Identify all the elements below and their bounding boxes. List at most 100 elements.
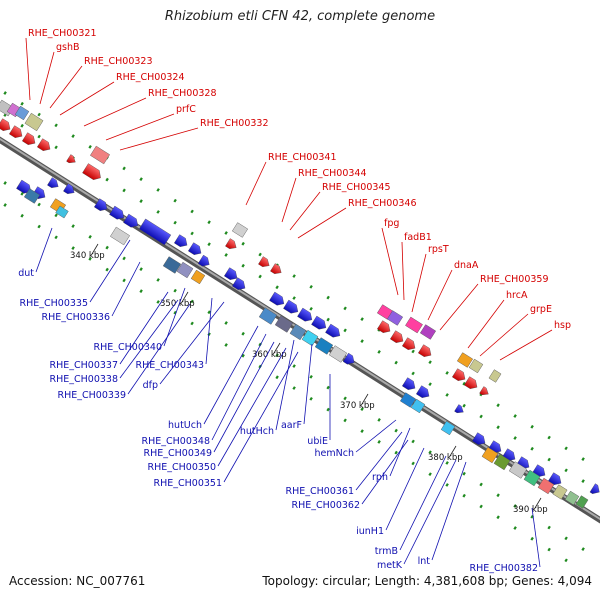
svg-text:RHE_CH00337: RHE_CH00337 bbox=[50, 360, 119, 371]
label-bottom-rhe_ch00361[interactable]: RHE_CH00361 bbox=[286, 431, 403, 497]
top-gene-18 bbox=[390, 330, 404, 343]
label-bottom-metk[interactable]: metK bbox=[377, 459, 457, 571]
bottom-gene-37 bbox=[440, 420, 456, 436]
svg-text:RHE_CH00339: RHE_CH00339 bbox=[58, 390, 127, 401]
label-bottom-huthch[interactable]: hutHch bbox=[240, 339, 295, 437]
label-bottom-rhe_ch00351[interactable]: RHE_CH00351 bbox=[154, 351, 299, 489]
bottom-gene-50 bbox=[564, 490, 580, 506]
label-bottom-rhe_ch00348[interactable]: RHE_CH00348 bbox=[142, 333, 267, 447]
top-gene-12 bbox=[231, 222, 249, 238]
bottom-gene-19 bbox=[232, 277, 246, 290]
top-gene-21 bbox=[419, 324, 437, 340]
label-bottom-dfp[interactable]: dfp bbox=[143, 301, 225, 391]
label-top-rhe_ch00341[interactable]: RHE_CH00341 bbox=[245, 152, 337, 206]
label-bottom-rhe_ch00336[interactable]: RHE_CH00336 bbox=[42, 261, 141, 323]
label-top-dnaa[interactable]: dnaA bbox=[427, 260, 479, 321]
svg-text:RHE_CH00343: RHE_CH00343 bbox=[136, 360, 205, 371]
bottom-gene-2 bbox=[47, 177, 59, 188]
scale-label: 390 kbp bbox=[513, 505, 548, 515]
bottom-gene-46 bbox=[508, 461, 528, 479]
svg-text:hemNch: hemNch bbox=[315, 448, 354, 459]
svg-text:RHE_CH00338: RHE_CH00338 bbox=[50, 374, 119, 385]
svg-text:hrcA: hrcA bbox=[506, 290, 528, 301]
label-top-rhe_ch00328[interactable]: RHE_CH00328 bbox=[83, 88, 217, 127]
label-top-grpe[interactable]: grpE bbox=[479, 304, 552, 357]
label-top-rpst[interactable]: rpsT bbox=[411, 244, 449, 313]
label-top-rhe_ch00321[interactable]: RHE_CH00321 bbox=[25, 28, 97, 101]
topology-label: Topology: circular; Length: 4,381,608 bp… bbox=[262, 574, 592, 588]
label-top-rhe_ch00344[interactable]: RHE_CH00344 bbox=[281, 168, 367, 223]
label-top-hsp[interactable]: hsp bbox=[499, 320, 571, 361]
bottom-gene-29 bbox=[314, 337, 334, 355]
bottom-gene-33 bbox=[416, 385, 430, 398]
label-bottom-rhe_ch00382[interactable]: RHE_CH00382 bbox=[470, 507, 541, 574]
label-top-hrca[interactable]: hrcA bbox=[467, 290, 528, 349]
label-bottom-aarf[interactable]: aarF bbox=[281, 343, 313, 431]
svg-text:RHE_CH00340: RHE_CH00340 bbox=[94, 342, 163, 353]
label-top-prfc[interactable]: prfC bbox=[105, 104, 196, 141]
label-top-gshb[interactable]: gshB bbox=[39, 42, 80, 105]
label-top-rhe_ch00345[interactable]: RHE_CH00345 bbox=[289, 182, 391, 231]
svg-text:dfp: dfp bbox=[143, 380, 158, 391]
svg-text:dut: dut bbox=[18, 268, 34, 279]
bottom-gene-44 bbox=[481, 446, 499, 464]
bottom-gene-25 bbox=[258, 307, 278, 325]
svg-text:grpE: grpE bbox=[530, 304, 552, 315]
svg-text:RHE_CH00349: RHE_CH00349 bbox=[144, 448, 213, 459]
bottom-gene-51 bbox=[575, 495, 589, 509]
bottom-gene-38 bbox=[472, 432, 486, 445]
bottom-gene-6 bbox=[55, 205, 69, 219]
bottom-gene-7 bbox=[94, 198, 108, 211]
label-top-rhe_ch00346[interactable]: RHE_CH00346 bbox=[297, 198, 417, 239]
scale-tick bbox=[91, 243, 99, 255]
label-top-fpg[interactable]: fpg bbox=[381, 218, 399, 296]
bottom-gene-12 bbox=[174, 234, 188, 247]
label-bottom-rhe_ch00349[interactable]: RHE_CH00349 bbox=[144, 341, 275, 459]
top-gene-23 bbox=[456, 352, 474, 368]
svg-text:RHE_CH00324: RHE_CH00324 bbox=[116, 72, 185, 83]
top-gene-19 bbox=[402, 337, 416, 350]
scale-label: 370 kbp bbox=[340, 401, 375, 411]
map-title: Rhizobium etli CFN 42, complete genome bbox=[164, 9, 436, 24]
label-top-rhe_ch00323[interactable]: RHE_CH00323 bbox=[49, 56, 153, 109]
label-bottom-rhe_ch00362[interactable]: RHE_CH00362 bbox=[292, 439, 409, 511]
label-bottom-rhe_ch00335[interactable]: RHE_CH00335 bbox=[20, 239, 131, 309]
top-gene-27 bbox=[479, 386, 489, 395]
label-bottom-rhe_ch00337[interactable]: RHE_CH00337 bbox=[50, 291, 169, 371]
label-bottom-iunh1[interactable]: iunH1 bbox=[356, 447, 425, 537]
bottom-gene-34 bbox=[399, 392, 417, 408]
label-bottom-lnt[interactable]: lnt bbox=[418, 461, 467, 567]
accession-label: Accession: NC_007761 bbox=[9, 574, 146, 588]
top-gene-5 bbox=[9, 125, 23, 138]
bottom-gene-14 bbox=[162, 256, 182, 274]
label-top-rhe_ch00332[interactable]: RHE_CH00332 bbox=[119, 118, 269, 151]
bottom-gene-21 bbox=[283, 299, 299, 314]
scale-label: 360 kbp bbox=[252, 350, 287, 360]
label-bottom-hutuch[interactable]: hutUch bbox=[168, 325, 259, 431]
label-top-fadb1[interactable]: fadB1 bbox=[401, 232, 432, 301]
top-gene-8 bbox=[66, 154, 76, 163]
svg-text:RHE_CH00344: RHE_CH00344 bbox=[298, 168, 367, 179]
label-bottom-rhe_ch00339[interactable]: RHE_CH00339 bbox=[58, 303, 191, 401]
label-bottom-trmb[interactable]: trmB bbox=[375, 455, 447, 557]
label-bottom-rhe_ch00338[interactable]: RHE_CH00338 bbox=[50, 299, 179, 385]
svg-text:RHE_CH00348: RHE_CH00348 bbox=[142, 436, 211, 447]
svg-text:RHE_CH00351: RHE_CH00351 bbox=[154, 478, 223, 489]
bottom-gene-36 bbox=[454, 404, 464, 413]
label-bottom-rhe_ch00350[interactable]: RHE_CH00350 bbox=[148, 347, 287, 473]
scale-tick bbox=[181, 291, 189, 303]
label-bottom-rhe_ch00343[interactable]: RHE_CH00343 bbox=[136, 297, 213, 371]
label-top-rhe_ch00359[interactable]: RHE_CH00359 bbox=[439, 274, 549, 331]
svg-text:trmB: trmB bbox=[375, 546, 398, 557]
label-bottom-hemnch[interactable]: hemNch bbox=[315, 419, 397, 459]
top-gene-13 bbox=[258, 256, 270, 267]
svg-text:gshB: gshB bbox=[56, 42, 80, 53]
label-bottom-ubie[interactable]: ubiE bbox=[307, 374, 331, 447]
bottom-gene-3 bbox=[63, 183, 75, 194]
svg-text:RHE_CH00382: RHE_CH00382 bbox=[470, 563, 539, 574]
svg-text:fpg: fpg bbox=[384, 218, 399, 229]
label-top-rhe_ch00324[interactable]: RHE_CH00324 bbox=[59, 72, 185, 116]
label-bottom-rph[interactable]: rph bbox=[372, 427, 411, 483]
label-bottom-dut[interactable]: dut bbox=[18, 227, 53, 279]
position-ticks bbox=[3, 91, 585, 563]
